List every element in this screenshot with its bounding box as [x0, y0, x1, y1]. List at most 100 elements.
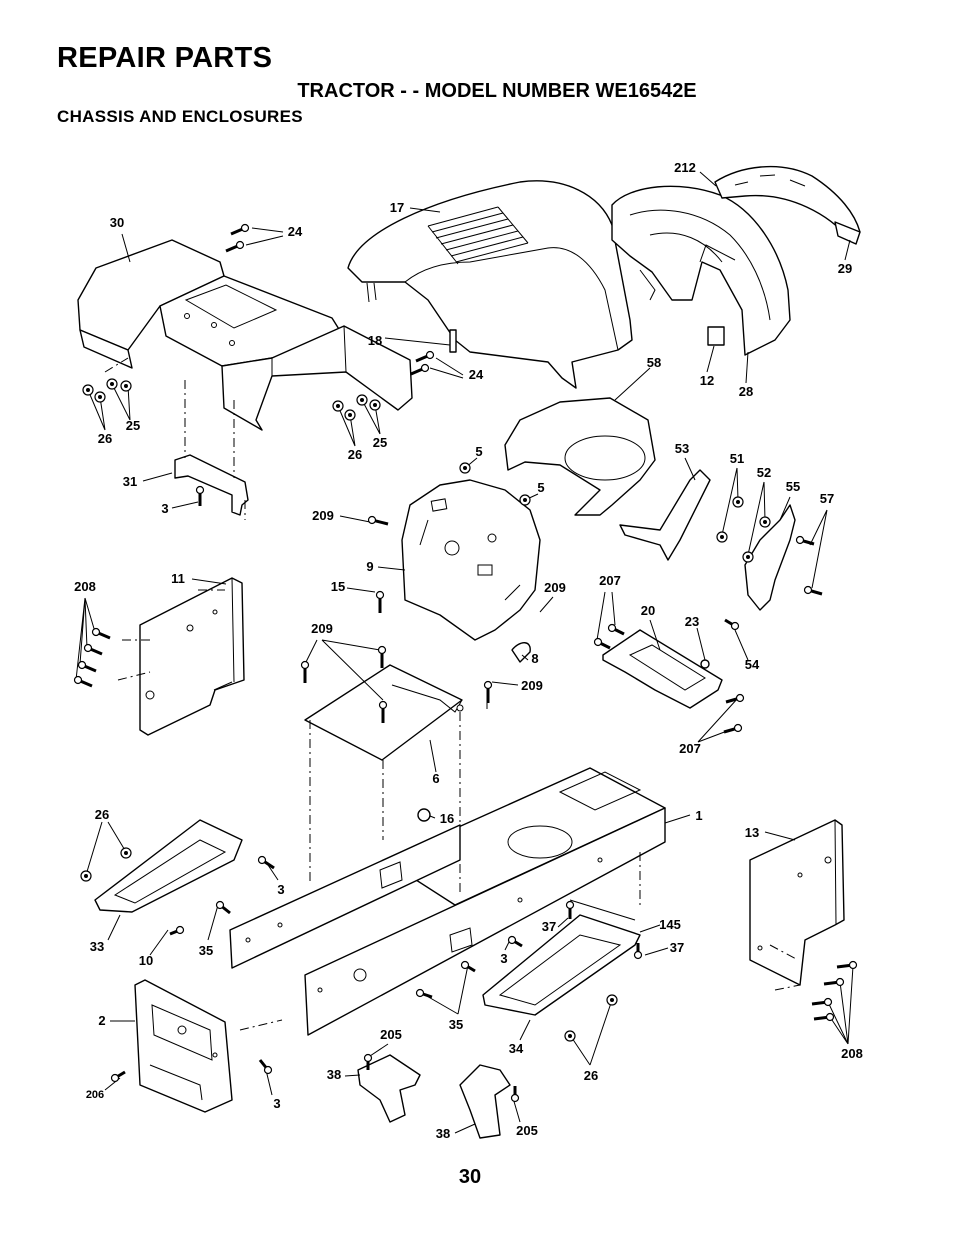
bolt-icon	[823, 977, 845, 987]
page-title: REPAIR PARTS	[57, 42, 273, 74]
callout-label: 205	[380, 1027, 402, 1042]
callout-label: 35	[449, 1017, 463, 1032]
callout-label: 24	[469, 367, 484, 382]
nut-icon	[344, 409, 356, 421]
callout-label: 51	[730, 451, 744, 466]
callout-label: 208	[74, 579, 96, 594]
callout-label: 26	[95, 807, 109, 822]
fasteners-group	[73, 223, 858, 1103]
callout-label: 35	[199, 943, 213, 958]
bracket-53	[619, 469, 711, 561]
section-heading: CHASSIS AND ENCLOSURES	[57, 107, 303, 126]
callout-label: 29	[838, 261, 852, 276]
callout-label: 17	[390, 200, 404, 215]
bolt-icon	[415, 350, 435, 363]
nut-icon	[369, 399, 381, 411]
nut-icon	[120, 380, 132, 392]
model-subtitle: TRACTOR - - MODEL NUMBER WE16542E	[297, 80, 697, 102]
bolt-icon	[378, 700, 388, 723]
bolt-icon	[483, 680, 493, 703]
bolt-icon	[593, 637, 611, 650]
callout-label: 208	[841, 1046, 863, 1061]
callout-label: 10	[139, 953, 153, 968]
bolt-icon	[507, 935, 523, 948]
bolt-icon	[83, 643, 103, 656]
page-number: 30	[458, 1166, 482, 1188]
callout-label: 212	[674, 160, 696, 175]
clip-12	[707, 326, 725, 346]
bolt-icon	[73, 675, 93, 688]
nut-icon	[459, 462, 471, 474]
left-side-panel-11	[139, 577, 245, 736]
footrest-33	[94, 819, 243, 913]
callout-label: 3	[500, 951, 507, 966]
clip-8	[511, 642, 531, 663]
bolt-icon	[803, 585, 823, 596]
callout-label: 25	[126, 418, 140, 433]
callout-label: 37	[542, 919, 556, 934]
bolt-icon	[363, 1053, 373, 1070]
callout-label: 206	[86, 1089, 104, 1101]
callout-label: 33	[90, 939, 104, 954]
nut-icon	[606, 994, 618, 1006]
grille-part	[714, 165, 861, 245]
bolt-icon	[300, 660, 310, 683]
callout-label: 16	[440, 811, 454, 826]
bracket-38-left	[357, 1054, 421, 1123]
pin-18	[449, 329, 457, 353]
nut-23	[700, 659, 710, 669]
callout-label: 28	[739, 384, 753, 399]
callout-label: 12	[700, 373, 714, 388]
callout-label: 13	[745, 825, 759, 840]
callout-label: 34	[509, 1041, 524, 1056]
bolt-icon	[230, 223, 250, 236]
bolt-icon	[460, 960, 476, 973]
callout-label: 26	[584, 1068, 598, 1083]
nut-icon	[356, 394, 368, 406]
nut-icon	[82, 384, 94, 396]
nut-icon	[759, 516, 771, 528]
bolt-icon	[169, 925, 185, 936]
leader-lines	[75, 171, 854, 1134]
bolt-icon	[723, 723, 743, 734]
bolt-icon	[633, 943, 643, 960]
callout-label: 209	[521, 678, 543, 693]
bolt-icon	[377, 645, 387, 668]
callout-label: 38	[327, 1067, 341, 1082]
bolt-icon	[225, 240, 245, 253]
bolt-icon	[811, 997, 833, 1007]
callout-label: 3	[161, 501, 168, 516]
nut-icon	[716, 531, 728, 543]
callout-label: 15	[331, 579, 345, 594]
callout-label: 9	[366, 559, 373, 574]
dash-panel-part	[401, 479, 541, 641]
bolt-icon	[375, 590, 385, 613]
callout-label: 52	[757, 465, 771, 480]
bolt-icon	[415, 988, 433, 999]
bolt-icon	[607, 623, 625, 636]
bolt-icon	[724, 618, 740, 631]
front-panel-2	[134, 979, 233, 1113]
fender-part	[77, 239, 413, 431]
bolt-icon	[510, 1086, 520, 1103]
callout-label: 20	[641, 603, 655, 618]
bolt-icon	[813, 1012, 835, 1022]
callout-label: 2	[98, 1013, 105, 1028]
callout-label: 30	[110, 215, 124, 230]
dash-housing-part	[611, 185, 791, 356]
bolt-icon	[215, 900, 231, 915]
nut-icon	[80, 870, 92, 882]
callout-label: 37	[670, 940, 684, 955]
bolt-icon	[257, 855, 275, 870]
callout-label: 145	[659, 917, 681, 932]
bracket-20	[602, 629, 723, 709]
nut-icon	[106, 378, 118, 390]
callout-label: 23	[685, 614, 699, 629]
nut-icon	[564, 1030, 576, 1042]
nut-icon	[120, 847, 132, 859]
bracket-31	[174, 454, 249, 516]
callout-label: 26	[348, 447, 362, 462]
callout-label: 1	[695, 808, 702, 823]
callout-label: 58	[647, 355, 661, 370]
